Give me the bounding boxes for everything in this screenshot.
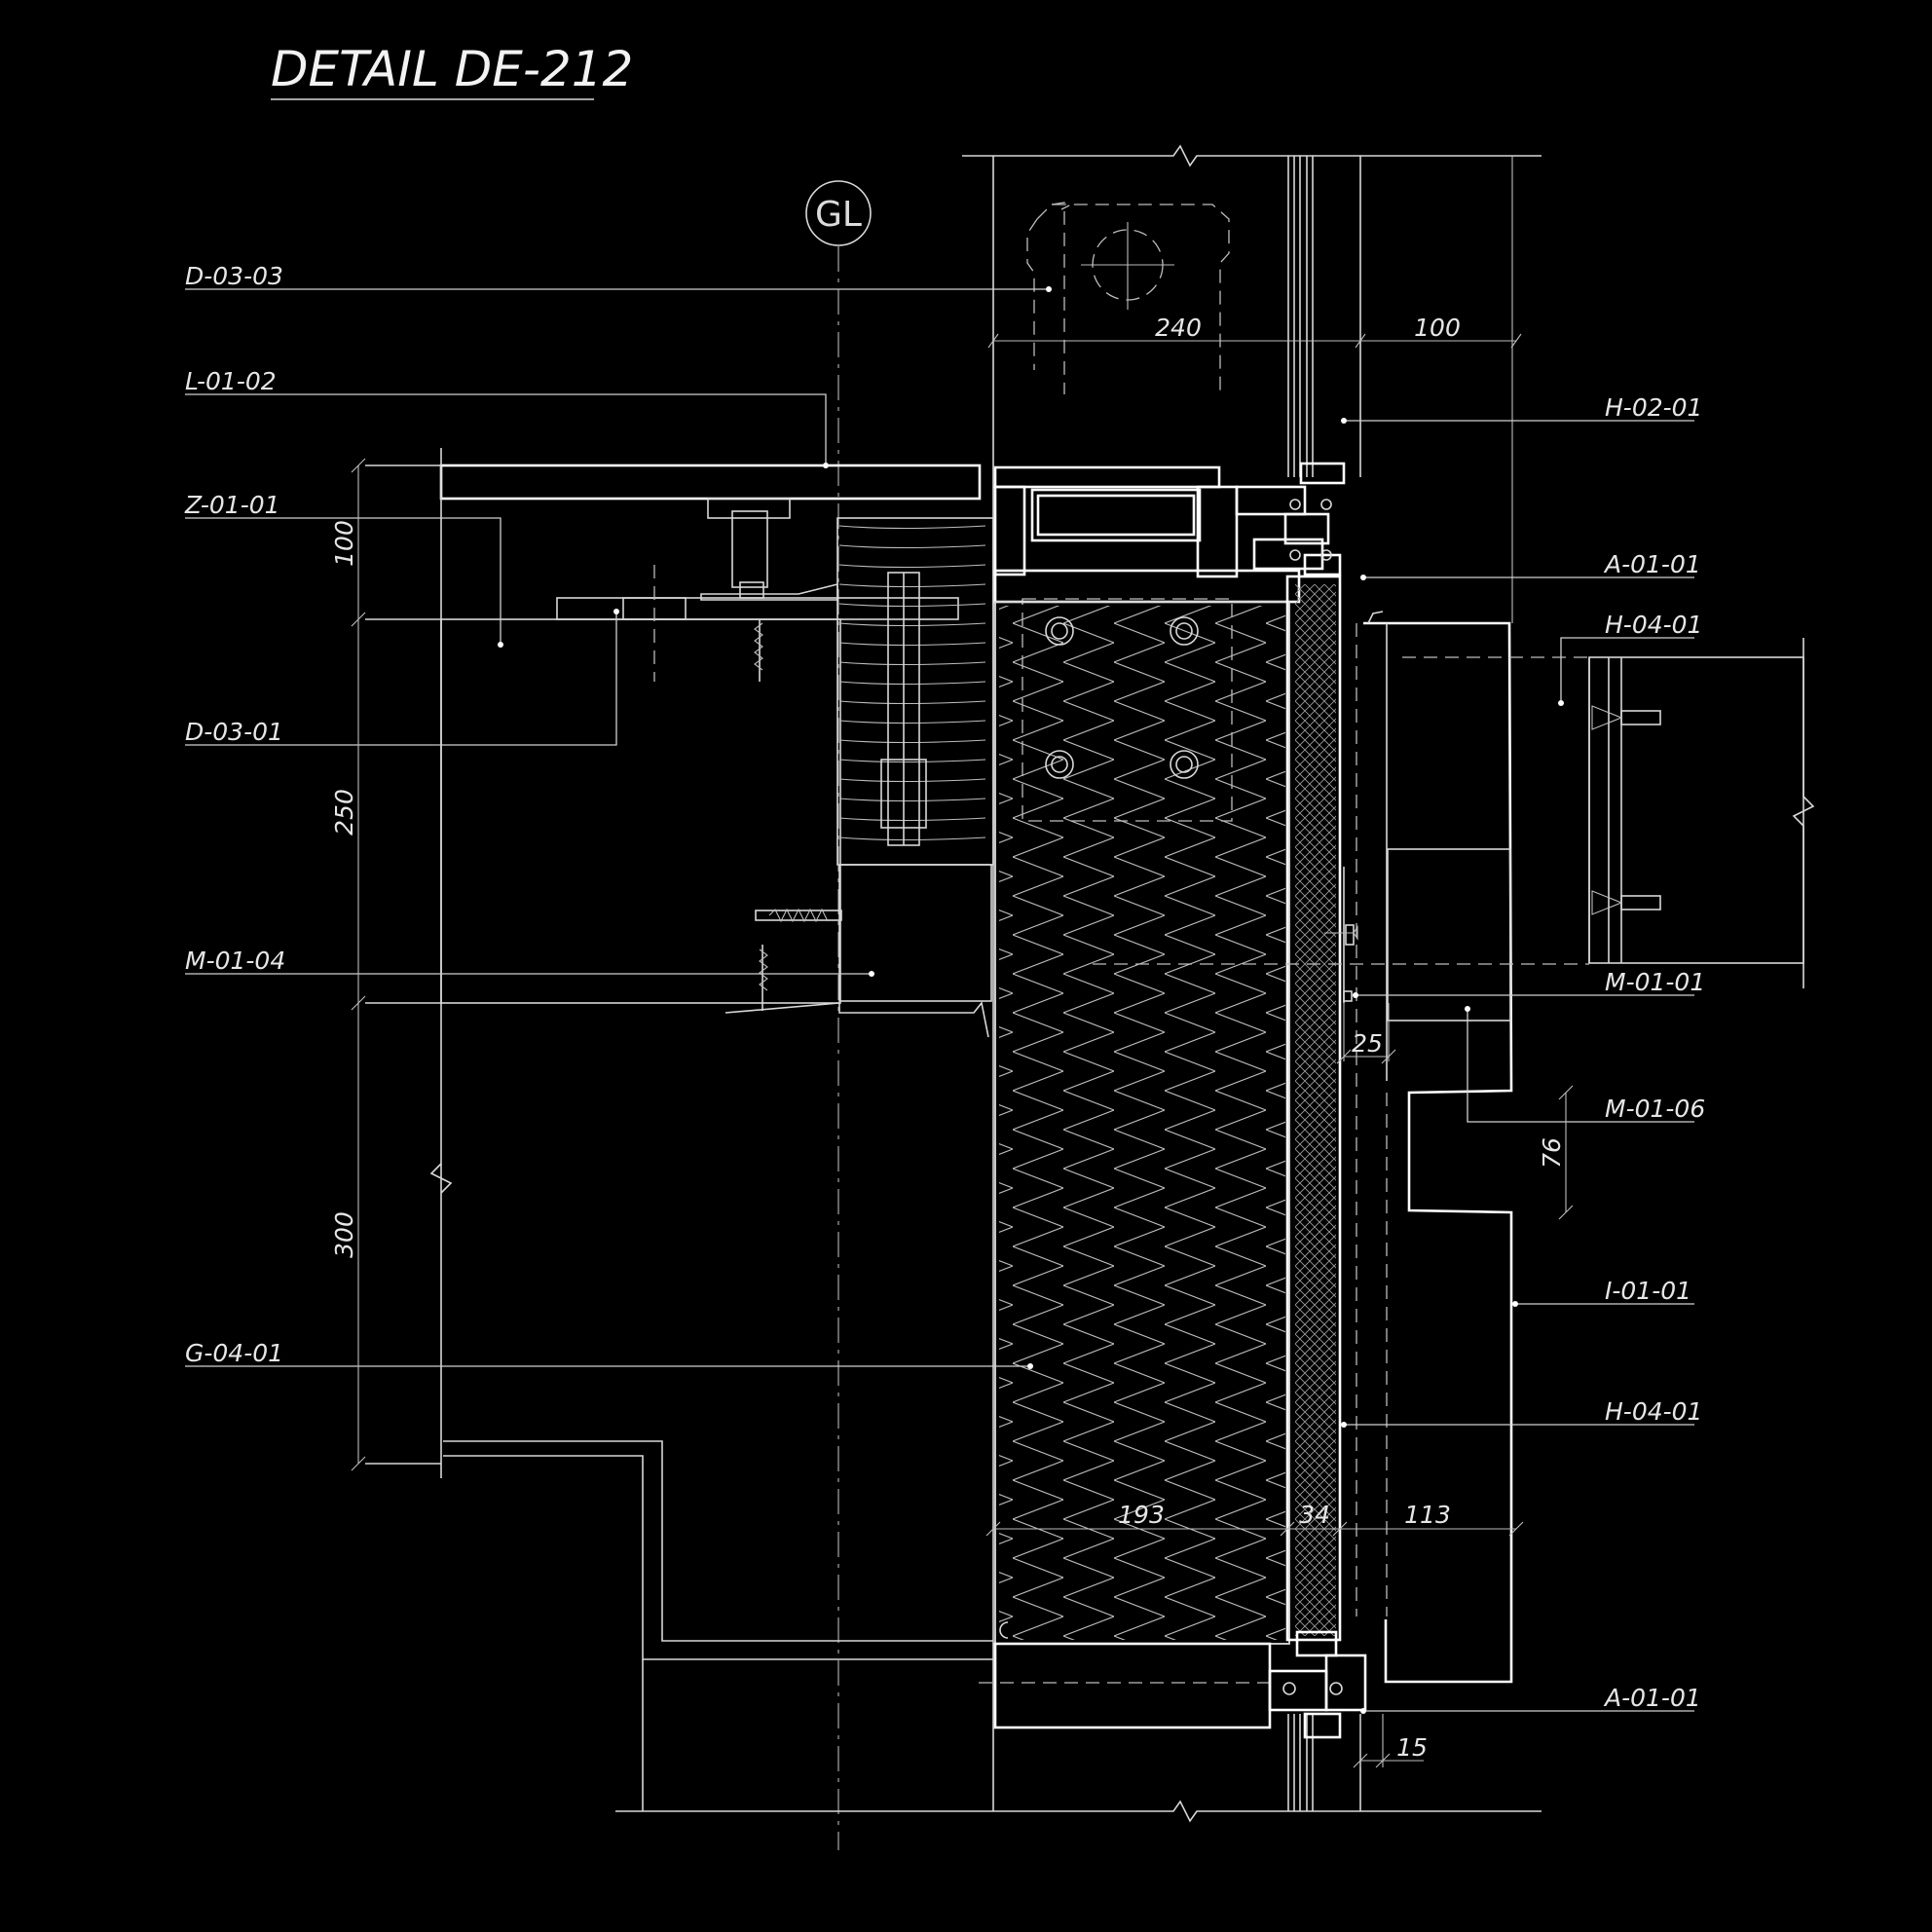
label-m-01-04: M-01-04 (185, 947, 285, 975)
break-lines (615, 144, 1542, 1823)
dim-240: 240 (1155, 314, 1202, 342)
dim-76: 76 (1538, 1137, 1566, 1169)
top-break-line (962, 144, 1542, 167)
label-d-03-03: D-03-03 (185, 262, 283, 290)
label-a-01-01-bottom: A-01-01 (1603, 1684, 1701, 1712)
cladding-board (1285, 575, 1358, 1642)
dim-100-left: 100 (330, 520, 358, 567)
label-m-01-01: M-01-01 (1605, 968, 1705, 996)
detail-title: DETAIL DE-212 (271, 41, 633, 97)
structural-wall-right (1093, 638, 1815, 988)
bottom-transom-profile (443, 1440, 1367, 1811)
grid-label: GL (815, 195, 862, 235)
dim-250: 250 (330, 789, 358, 836)
label-m-01-06: M-01-06 (1605, 1095, 1705, 1123)
dim-300: 300 (330, 1211, 358, 1258)
slab-top-edge (439, 464, 982, 501)
labels-left: D-03-03 L-01-02 Z-01-01 D-03-01 M-01-04 … (184, 262, 285, 1367)
dim-25: 25 (1352, 1029, 1383, 1058)
main-insulation (994, 601, 1290, 1645)
dim-34: 34 (1299, 1501, 1330, 1529)
leaders-left (185, 286, 1052, 1369)
label-i-01-01: I-01-01 (1605, 1277, 1691, 1305)
top-transom-profile (993, 462, 1346, 604)
anchor-assembly (556, 498, 959, 682)
label-h-02-01: H-02-01 (1605, 393, 1702, 422)
dim-193: 193 (1118, 1501, 1165, 1529)
dim-15: 15 (1396, 1733, 1428, 1762)
grid-line: GL (805, 180, 872, 1850)
honeycomb-upper (724, 864, 992, 1038)
leaders-right (1341, 418, 1694, 1714)
label-h-04-01-bottom: H-04-01 (1605, 1397, 1702, 1426)
insulation-upper (836, 517, 994, 866)
bottom-break-line (615, 1800, 1542, 1823)
label-g-04-01: G-04-01 (185, 1339, 283, 1367)
labels-right: H-02-01 A-01-01 H-04-01 M-01-01 M-01-06 … (1603, 393, 1705, 1712)
dimension-lines (351, 333, 1574, 1768)
grid-bubble (805, 180, 872, 246)
dimension-texts: 240 100 100 250 300 25 76 193 34 113 15 (330, 314, 1566, 1762)
label-d-03-01: D-03-01 (185, 718, 283, 746)
label-a-01-01-top: A-01-01 (1603, 550, 1701, 578)
title-block: DETAIL DE-212 (271, 41, 633, 100)
label-l-01-02: L-01-02 (185, 367, 277, 395)
honeycomb-right (1387, 848, 1511, 1022)
label-h-04-01-top: H-04-01 (1605, 611, 1702, 639)
label-z-01-01: Z-01-01 (184, 491, 280, 519)
dim-100-top: 100 (1414, 314, 1461, 342)
dim-113: 113 (1404, 1501, 1451, 1529)
slab-hatch (440, 618, 841, 1004)
